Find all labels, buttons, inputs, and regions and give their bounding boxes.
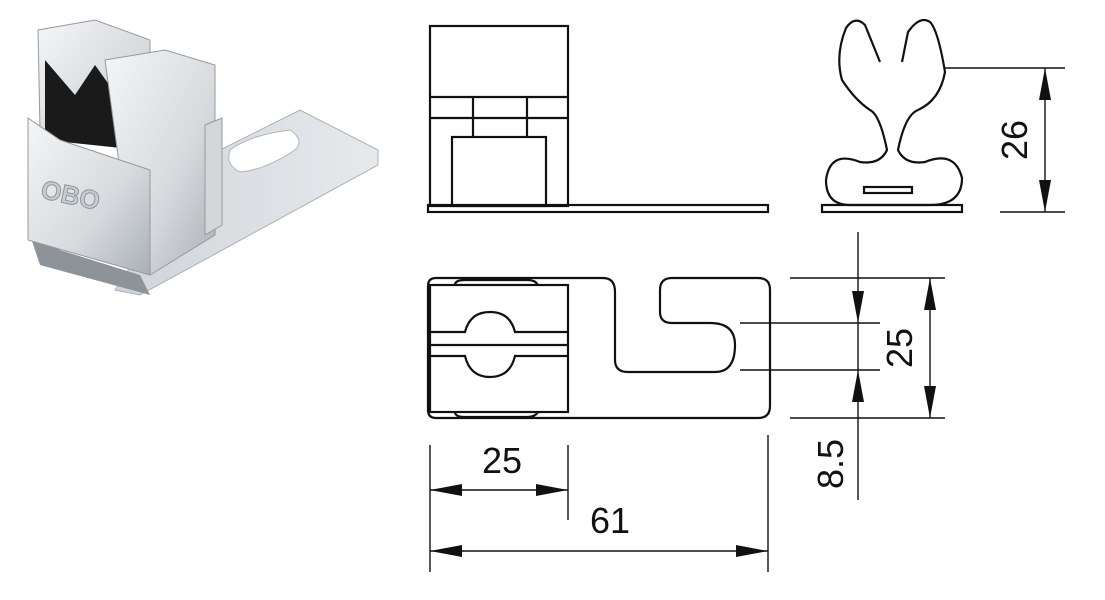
dimension-height-label: 26 [994, 120, 1035, 160]
dimension-slot-span-label: 25 [879, 328, 920, 368]
dimension-clip-length-label: 25 [482, 440, 522, 481]
end-view: 26 [820, 18, 1065, 214]
side-view [426, 24, 770, 214]
top-view: 25 8.5 [426, 232, 945, 500]
product-photo: OBO [27, 19, 379, 296]
length-dimensions: 25 61 [429, 435, 769, 572]
dimension-total-length-label: 61 [590, 500, 630, 541]
dimension-slot-offset-label: 8.5 [810, 439, 851, 489]
